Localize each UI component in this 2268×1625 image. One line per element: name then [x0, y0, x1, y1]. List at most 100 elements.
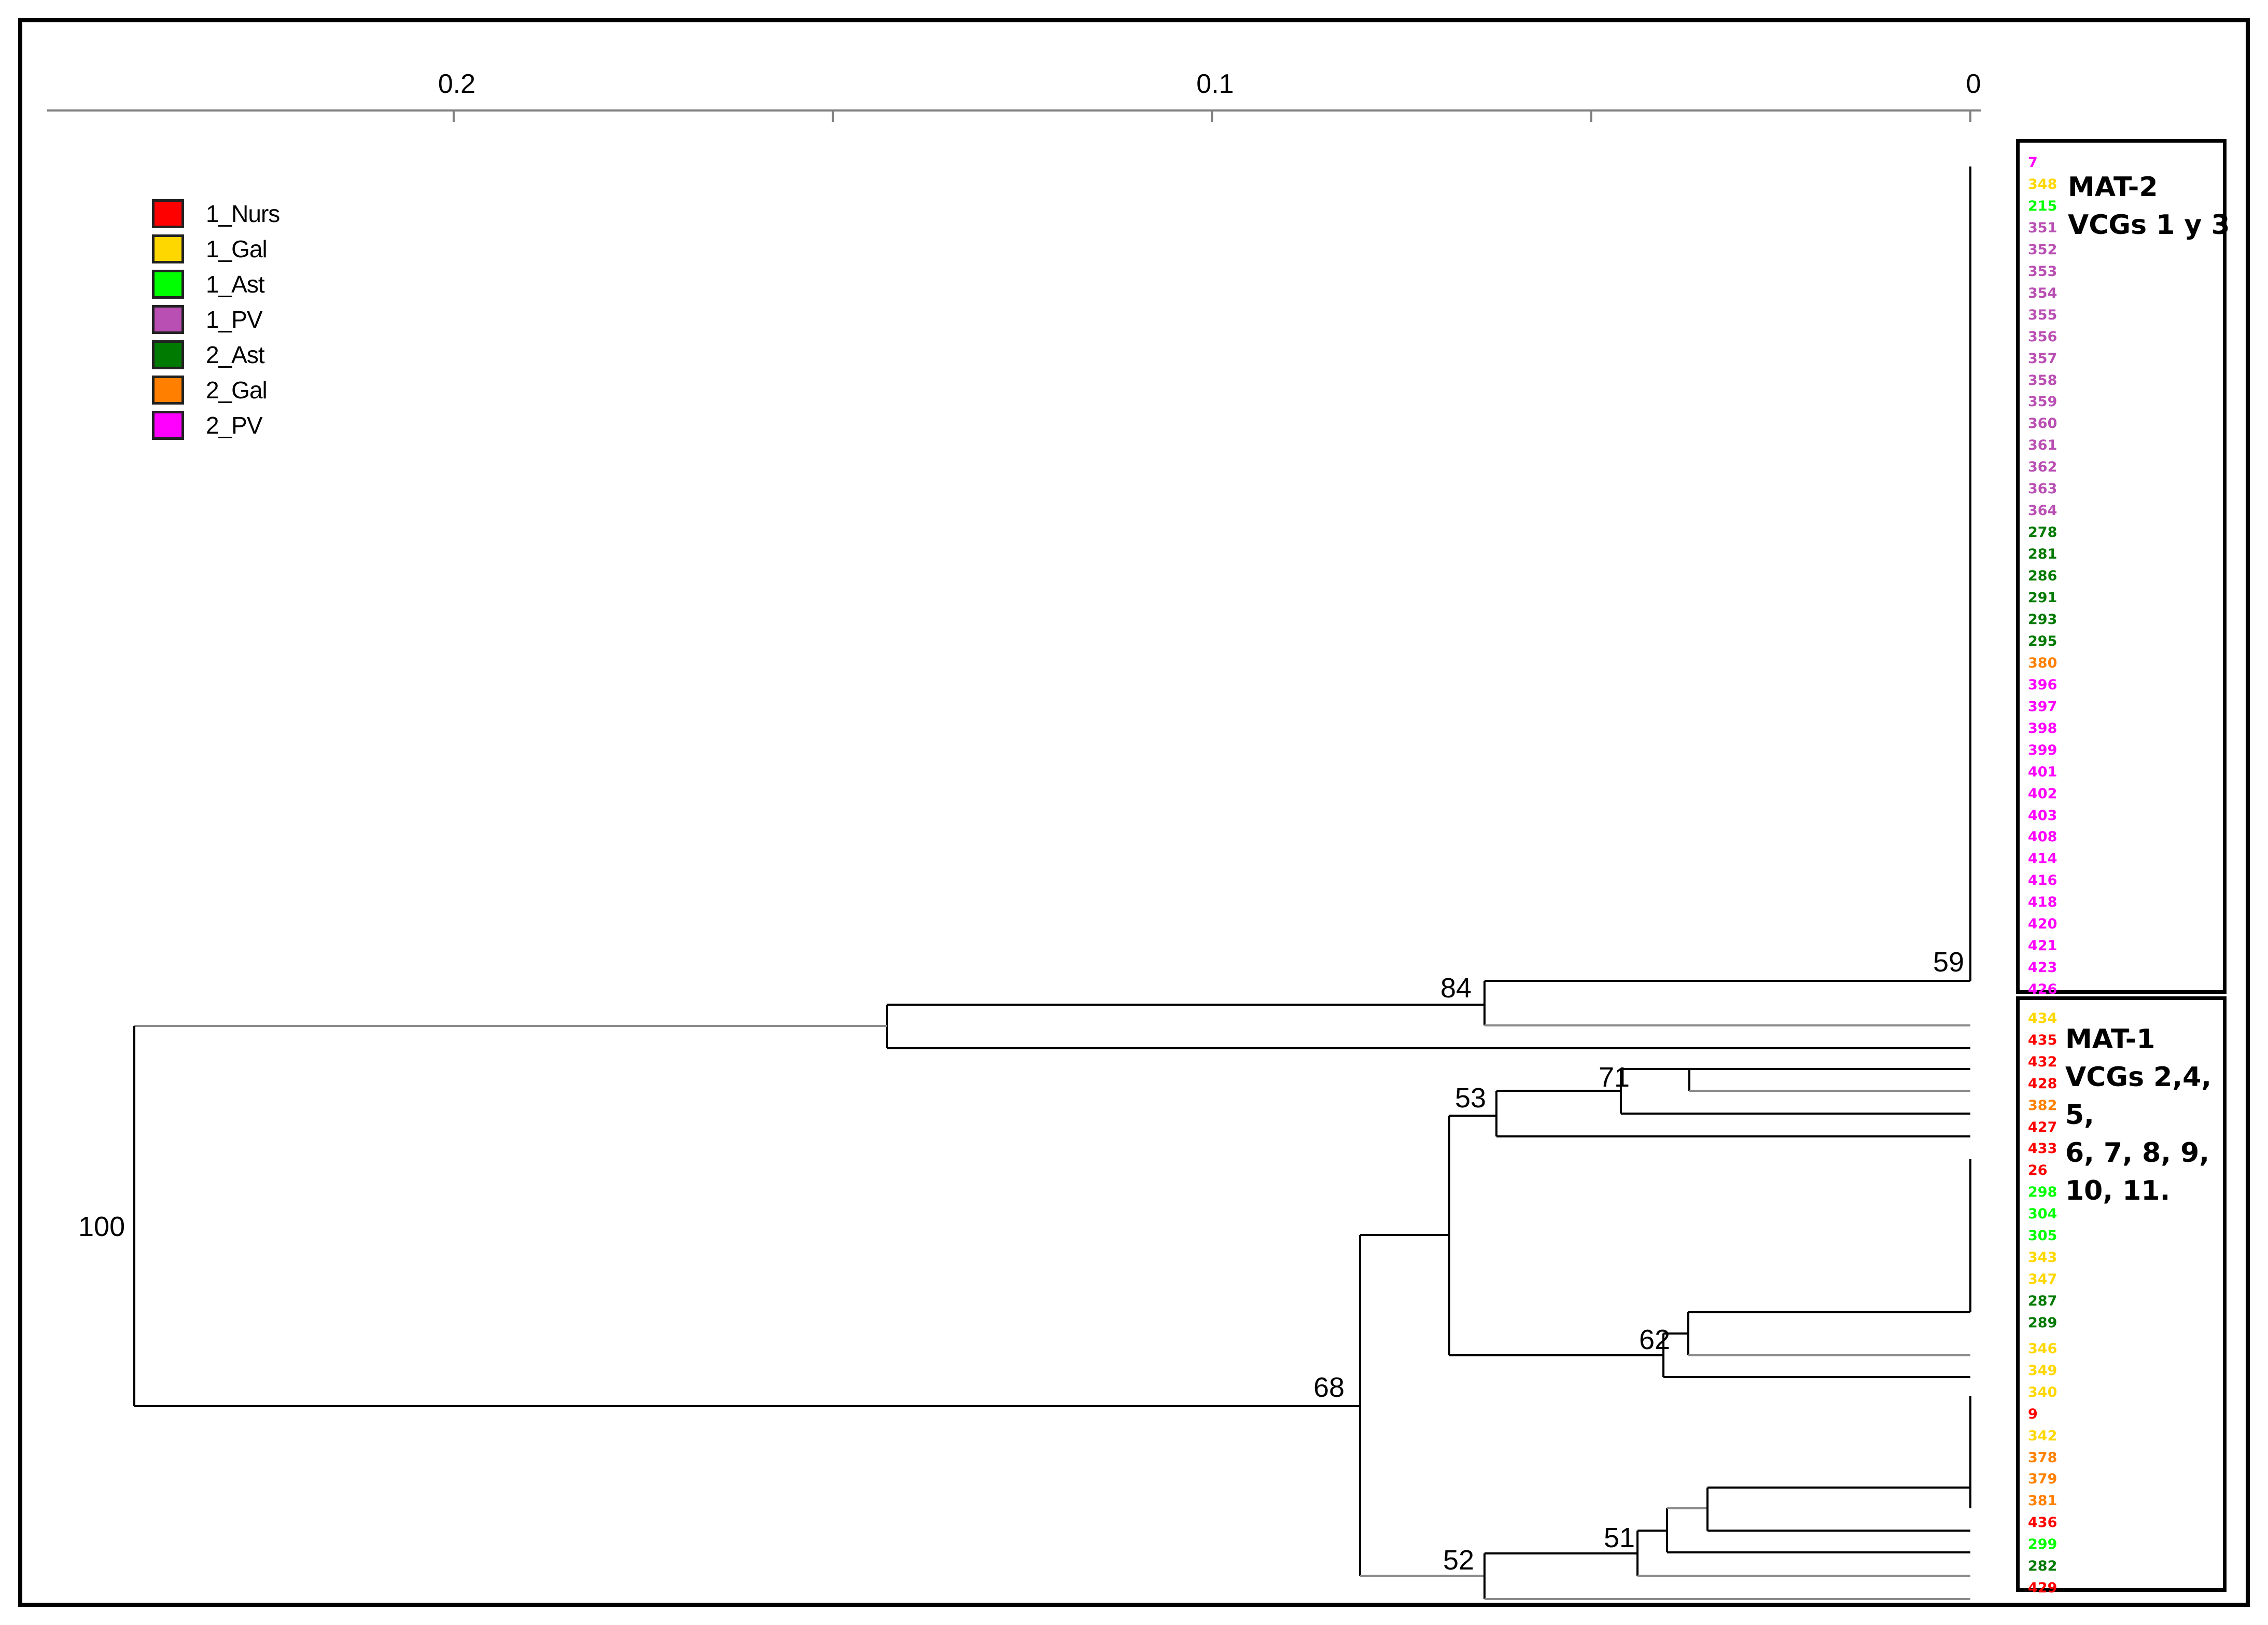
legend-item-1-nurs: 1_Nurs: [152, 196, 280, 231]
leaf-label: 418: [2028, 894, 2057, 911]
leaf-label: 346: [2028, 1341, 2057, 1357]
bootstrap-label: 51: [1604, 1522, 1635, 1553]
leaf-label: 427: [2028, 1119, 2057, 1135]
leaf-label: 421: [2028, 938, 2057, 954]
leaf-label: 380: [2028, 655, 2057, 671]
leaf-label: 9: [2028, 1406, 2038, 1422]
leaf-label: 347: [2028, 1271, 2057, 1287]
legend-label: 1_Nurs: [206, 200, 280, 227]
legend-label: 2_PV: [206, 412, 263, 439]
leaf-label: 304: [2028, 1206, 2057, 1223]
leaf-label: 354: [2028, 285, 2057, 301]
leaf-label: 291: [2028, 590, 2057, 606]
bootstrap-label: 68: [1313, 1372, 1345, 1403]
legend-swatch: [152, 270, 184, 299]
leaf-label: 287: [2028, 1293, 2057, 1309]
leaf-label: 356: [2028, 328, 2057, 345]
leaf-label: 353: [2028, 263, 2057, 280]
group-title-mat-2: MAT-2 VCGs 1 y 3: [2068, 172, 2230, 241]
bootstrap-label: 100: [78, 1211, 125, 1242]
leaf-label: 401: [2028, 763, 2057, 780]
axis-tick-label: 0.1: [1196, 69, 1234, 99]
leaf-label: 362: [2028, 459, 2057, 476]
bootstrap-label: 59: [1933, 947, 1964, 978]
leaf-label: 352: [2028, 241, 2057, 258]
legend-label: 2_Gal: [206, 377, 268, 404]
leaf-label: 357: [2028, 350, 2057, 367]
legend-label: 1_Gal: [206, 235, 268, 262]
group-title-mat-1: MAT-1 VCGs 2,4, 5, 6, 7, 8, 9, 10, 11.: [2065, 1024, 2212, 1206]
leaf-label: 359: [2028, 394, 2057, 410]
leaf-label: 278: [2028, 524, 2057, 541]
leaf-label: 305: [2028, 1228, 2057, 1244]
bootstrap-label: 53: [1455, 1082, 1486, 1114]
leaf-label: 378: [2028, 1449, 2057, 1466]
leaf-label: 363: [2028, 481, 2057, 497]
leaf-label: 298: [2028, 1184, 2057, 1201]
bootstrap-label: 52: [1443, 1545, 1474, 1576]
legend-item-2-pv: 2_PV: [152, 408, 279, 443]
legend-swatch: [152, 199, 184, 228]
legend-item-2-gal: 2_Gal: [152, 372, 279, 408]
legend-swatch: [152, 376, 184, 405]
leaf-label: 423: [2028, 960, 2057, 976]
leaf-label: 7: [2028, 155, 2038, 171]
group-box-mat-1: [2016, 996, 2227, 1592]
leaf-label: 299: [2028, 1536, 2057, 1553]
legend-item-1-gal: 1_Gal: [152, 231, 279, 267]
leaf-label: 416: [2028, 872, 2057, 889]
leaf-label: 426: [2028, 981, 2057, 998]
leaf-label: 403: [2028, 807, 2057, 824]
leaf-label: 432: [2028, 1053, 2057, 1070]
leaf-label: 282: [2028, 1558, 2057, 1574]
leaf-label: 348: [2028, 176, 2057, 192]
legend-swatch: [152, 305, 184, 334]
group-box-mat-2: [2016, 139, 2227, 994]
tree-branches: [133, 166, 1971, 1600]
leaf-label: 355: [2028, 307, 2057, 323]
leaf-label: 428: [2028, 1075, 2057, 1092]
leaf-label: 420: [2028, 916, 2057, 933]
leaf-label: 340: [2028, 1384, 2057, 1400]
bootstrap-label: 62: [1639, 1324, 1670, 1355]
leaf-label: 402: [2028, 785, 2057, 802]
legend-item-2-ast: 2_Ast: [152, 337, 279, 372]
leaf-label: 26: [2028, 1162, 2048, 1179]
legend-label: 2_Ast: [206, 341, 265, 368]
leaf-label: 358: [2028, 372, 2057, 388]
leaf-label: 293: [2028, 611, 2057, 628]
leaf-label: 360: [2028, 415, 2057, 432]
legend-swatch: [152, 340, 184, 369]
legend: 1_Nurs 1_Gal 1_Ast 1_PV 2_Ast 2_Gal 2_PV: [152, 196, 280, 443]
leaf-label: 343: [2028, 1249, 2057, 1266]
leaf-label: 381: [2028, 1493, 2057, 1509]
leaf-label: 436: [2028, 1515, 2057, 1531]
axis-tick-label: 0.2: [438, 69, 475, 99]
leaf-label: 434: [2028, 1010, 2057, 1026]
leaf-label: 408: [2028, 829, 2057, 845]
leaf-label: 379: [2028, 1471, 2057, 1488]
leaf-label: 433: [2028, 1141, 2057, 1157]
leaf-label: 215: [2028, 198, 2057, 214]
leaf-label: 397: [2028, 698, 2057, 715]
leaf-label: 286: [2028, 568, 2057, 585]
leaf-label: 364: [2028, 503, 2057, 519]
leaf-label: 396: [2028, 676, 2057, 693]
leaf-label: 429: [2028, 1579, 2057, 1596]
leaf-label: 398: [2028, 720, 2057, 737]
leaf-label: 399: [2028, 742, 2057, 758]
leaf-label: 361: [2028, 437, 2057, 454]
legend-swatch: [152, 411, 184, 440]
legend-swatch: [152, 234, 184, 263]
leaf-label: 435: [2028, 1032, 2057, 1048]
legend-item-1-pv: 1_PV: [152, 302, 279, 337]
leaf-label: 382: [2028, 1097, 2057, 1114]
bootstrap-label: 84: [1440, 973, 1472, 1004]
legend-label: 1_PV: [206, 306, 263, 333]
legend-label: 1_Ast: [206, 271, 265, 298]
leaf-label: 351: [2028, 219, 2057, 236]
leaf-label: 281: [2028, 546, 2057, 563]
